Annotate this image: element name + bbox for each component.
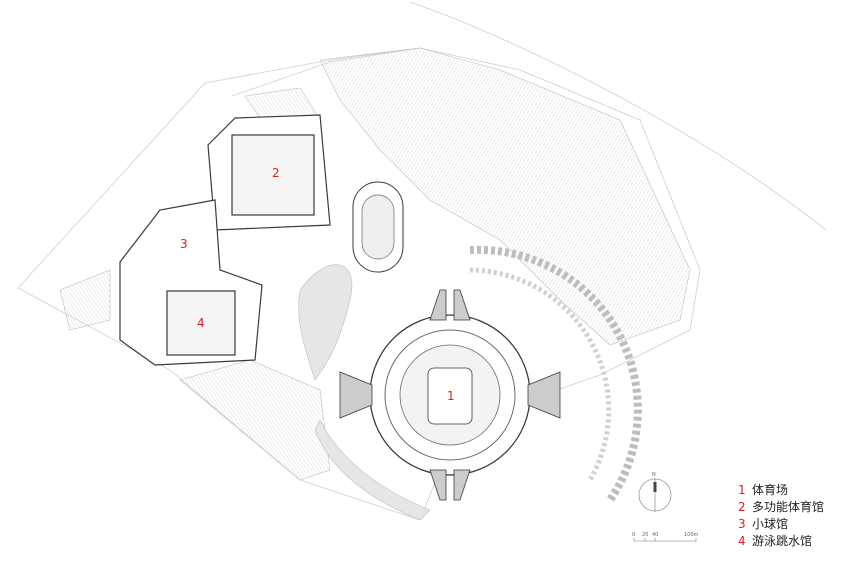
landscape-hatch-north [319, 47, 691, 346]
scale-tick-0: 0 [632, 532, 635, 538]
stadium-arm-west [339, 371, 373, 419]
legend-number: 2 [738, 500, 746, 514]
label-2: 2 [272, 166, 280, 180]
plaza-shape-south [314, 419, 431, 521]
stadium-seating-arc-2 [469, 267, 612, 482]
plaza-shape-west [298, 264, 353, 381]
legend-number: 1 [738, 483, 746, 497]
scale-tick-100m: 100m [684, 532, 699, 538]
stadium-arm-south-right [453, 469, 471, 501]
legend-number: 3 [738, 517, 746, 531]
north-label: N [652, 472, 656, 478]
legend-item-3: 3 小球馆 [738, 516, 824, 533]
stadium-field [427, 367, 473, 425]
scale-tick-20: 20 [642, 532, 648, 538]
stadium-arm-east [527, 371, 561, 419]
label-3: 3 [180, 237, 188, 251]
scale-tick-40: 40 [652, 532, 658, 538]
building-2-hall [231, 134, 315, 216]
label-1: 1 [447, 389, 455, 403]
legend-text: 体育场 [752, 483, 789, 497]
legend-item-4: 4 游泳跳水馆 [738, 533, 824, 550]
legend-item-2: 2 多功能体育馆 [738, 499, 824, 516]
legend-text: 游泳跳水馆 [752, 534, 813, 548]
landscape-hatch-south [179, 359, 331, 481]
outer-road-curve [409, 1, 827, 231]
legend-item-1: 1 体育场 [738, 482, 824, 499]
stadium-seating-arc [469, 245, 642, 503]
legend-text: 小球馆 [752, 517, 789, 531]
stadium-arm-north-right [453, 289, 471, 321]
training-field-inner [361, 194, 395, 260]
legend-text: 多功能体育馆 [752, 500, 825, 514]
scale-bar: 0 20 40 100m [632, 532, 699, 542]
label-4: 4 [197, 316, 205, 330]
landscape-hatch-west [59, 269, 111, 331]
north-arrow: N [638, 472, 672, 512]
stadium-arm-south-left [429, 469, 447, 501]
legend-number: 4 [738, 534, 746, 548]
building-4-pool [166, 290, 236, 356]
legend: 1 体育场 2 多功能体育馆 3 小球馆 4 游泳跳水馆 [738, 482, 824, 550]
stadium-arm-north-left [429, 289, 447, 321]
